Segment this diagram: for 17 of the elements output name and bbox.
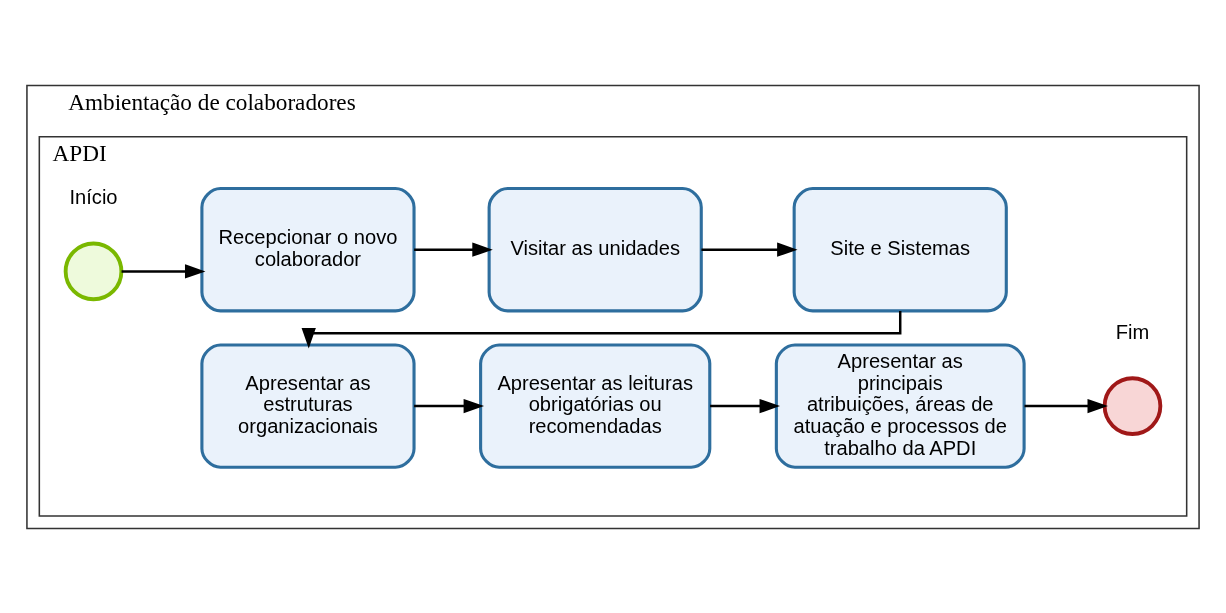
arrow [701, 242, 798, 257]
node-box: Site e Sistemas [792, 186, 1008, 312]
node-circle [1102, 375, 1163, 436]
node-box: Recepcionar o novo colaborador [200, 186, 416, 312]
node-box: Apresentar as principais atribuições, áreas de atuação e processos de trabalho da APDI [774, 342, 1026, 469]
node-box: Apresentar as estruturas organizacionais [200, 342, 416, 469]
arrow [414, 242, 493, 257]
arrow [710, 398, 780, 413]
node-label: Início [69, 185, 118, 208]
arrow [414, 398, 485, 413]
node-box: Visitar as unidades [487, 186, 703, 312]
arrow [121, 263, 206, 279]
node-circle [63, 241, 124, 301]
node-label: Fim [1115, 320, 1150, 343]
arrow [1024, 398, 1108, 413]
node-box: Apresentar as leituras obrigatórias ou recomendadas [479, 342, 712, 469]
arrow [301, 310, 902, 348]
